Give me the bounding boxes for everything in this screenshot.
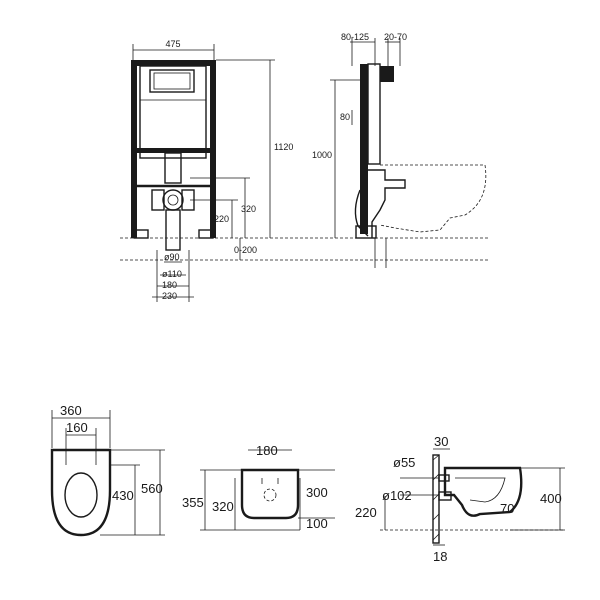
rear-outlet-hole — [263, 488, 277, 502]
outlet-diameter-side-label: ø102 — [382, 488, 412, 503]
rear-base-label: 100 — [306, 516, 328, 531]
frame-mid-rail — [137, 148, 210, 153]
button-offset-label: 80 — [340, 112, 350, 122]
frame-right-post — [210, 60, 216, 238]
side-depth-70-label: 70 — [500, 501, 514, 516]
bowl-outline-rear — [240, 468, 300, 520]
outlet-connector-side — [438, 491, 452, 501]
inlet-diameter-label: ø55 — [393, 455, 415, 470]
flush-plate-opening — [149, 69, 195, 93]
rear-height-355-label: 355 — [182, 495, 204, 510]
wall-hatch — [432, 533, 440, 541]
wall-hatch — [432, 454, 440, 461]
depth-range-label: 80-125 — [341, 32, 369, 42]
frame-side-post — [360, 64, 368, 234]
offset-range-label: 20-70 — [384, 32, 407, 42]
frame-side-view: 80-125 20-70 1000 80 — [312, 32, 487, 268]
rear-height-320-label: 320 — [212, 499, 234, 514]
bowl-top-view: 360 160 430 560 — [50, 403, 165, 537]
bowl-length-inner-label: 430 — [112, 488, 134, 503]
bowl-length-outer-label: 560 — [141, 481, 163, 496]
bowl-outline-side — [443, 466, 523, 517]
bowl-outline-top — [50, 448, 112, 537]
side-flush-pipe — [368, 169, 406, 238]
flush-plate-inner — [153, 72, 191, 90]
wall-hatch — [432, 513, 440, 521]
floor-range-label: 0-200 — [234, 245, 257, 255]
drain-pipe — [165, 209, 181, 251]
cistern-side — [367, 63, 381, 165]
rear-height-300-label: 300 — [306, 485, 328, 500]
frame-height-label: 1120 — [274, 142, 293, 152]
wall-offset-label: 30 — [434, 434, 448, 449]
side-foot — [355, 225, 377, 239]
bolt-spacing-label: 160 — [66, 420, 88, 435]
cistern-outline — [139, 65, 207, 159]
flush-button-side — [380, 66, 394, 82]
button-height-label: 1000 — [312, 150, 332, 160]
bowl-opening-top — [64, 472, 98, 518]
side-height-220-label: 220 — [355, 505, 377, 520]
left-bracket — [151, 189, 165, 211]
pipe-diameter-label: ø90 — [164, 252, 180, 262]
inlet-height-label: 320 — [241, 204, 256, 214]
spacing-230-label: 230 — [162, 291, 177, 301]
wall-hatch — [432, 473, 440, 481]
bowl-rear-view: 180 355 320 300 100 — [182, 443, 335, 531]
side-height-400-label: 400 — [540, 491, 562, 506]
frame-width-label: 475 — [165, 39, 180, 49]
outlet-connector-inner — [167, 194, 179, 206]
outlet-diameter-label: ø110 — [162, 269, 182, 279]
bowl-width-label: 360 — [60, 403, 82, 418]
frame-top-rail — [131, 60, 216, 66]
wc-silhouette — [379, 164, 487, 233]
rear-width-label: 180 — [256, 443, 278, 458]
side-depth-18-label: 18 — [433, 549, 447, 564]
outlet-connector — [162, 189, 184, 211]
flush-pipe — [164, 152, 182, 184]
frame-left-post — [131, 60, 137, 238]
bowl-side-view: 30 ø55 ø102 220 400 70 18 — [355, 434, 565, 564]
bowl-inner-side — [455, 477, 506, 503]
frame-front-view: 475 1120 320 — [120, 39, 490, 302]
drain-height-label: 220 — [214, 214, 229, 224]
spacing-180-label: 180 — [162, 280, 177, 290]
